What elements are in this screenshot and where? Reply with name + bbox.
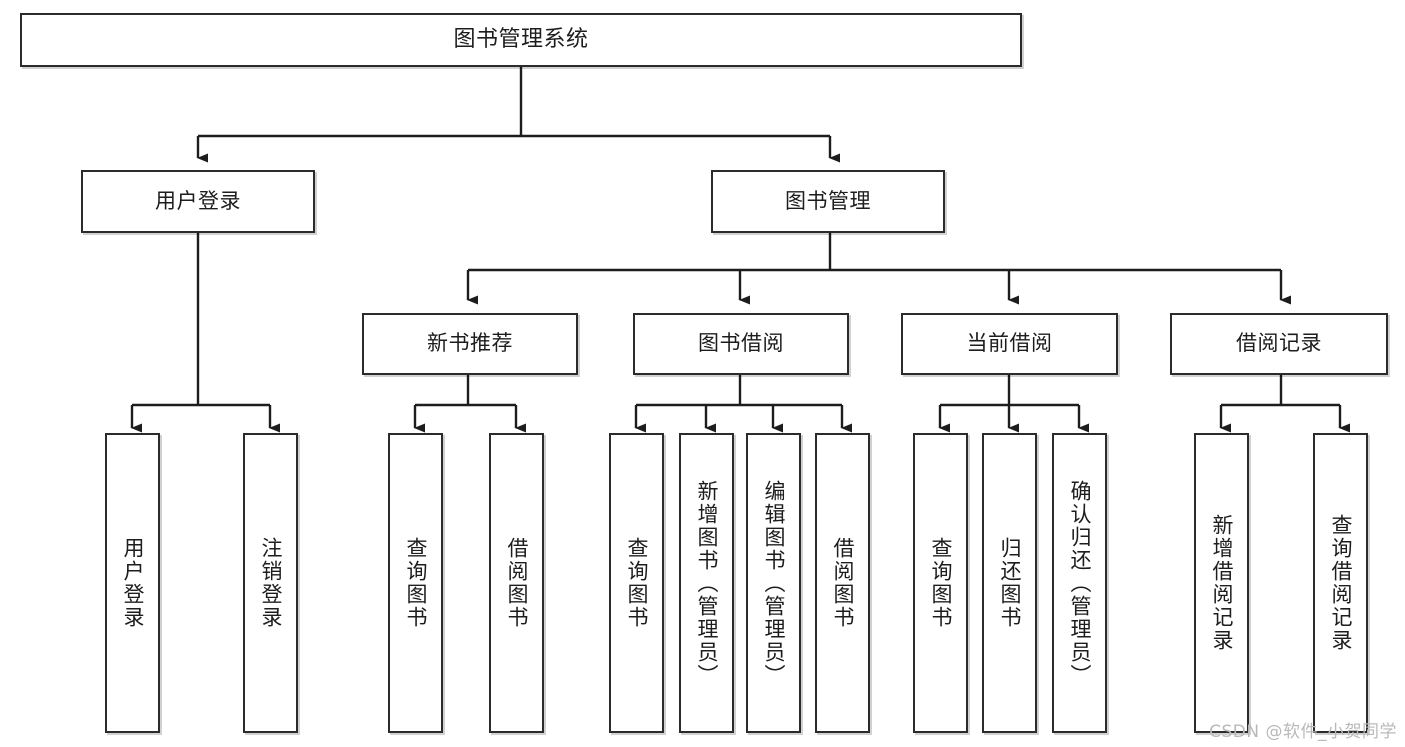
leaf-recommend-borrow-book-label: 借阅图书 [504,537,529,629]
leaf-query-borrow-record[interactable]: 查询借阅记录 [1313,433,1368,733]
leaf-user-login-label: 用户登录 [120,537,145,629]
node-borrow-record[interactable]: 借阅记录 [1170,313,1388,375]
leaf-recommend-query-book-label: 查询图书 [403,537,428,629]
leaf-recommend-borrow-book[interactable]: 借阅图书 [489,433,544,733]
node-user-login[interactable]: 用户登录 [81,170,315,233]
leaf-edit-book-admin[interactable]: 编辑图书（管理员） [746,433,801,733]
leaf-current-query-book[interactable]: 查询图书 [913,433,968,733]
leaf-edit-book-admin-label: 编辑图书（管理员） [761,479,786,687]
node-new-book-recommend[interactable]: 新书推荐 [362,313,578,375]
leaf-return-book-label: 归还图书 [997,537,1022,629]
leaf-borrow-query-book-label: 查询图书 [624,537,649,629]
leaf-add-borrow-record-label: 新增借阅记录 [1209,514,1234,652]
leaf-add-book-admin[interactable]: 新增图书（管理员） [679,433,734,733]
leaf-add-book-admin-label: 新增图书（管理员） [694,479,719,687]
node-root-system[interactable]: 图书管理系统 [20,13,1022,67]
leaf-query-borrow-record-label: 查询借阅记录 [1328,514,1353,652]
leaf-current-query-book-label: 查询图书 [928,537,953,629]
leaf-logout[interactable]: 注销登录 [243,433,298,733]
node-book-borrow[interactable]: 图书借阅 [633,313,849,375]
leaf-logout-label: 注销登录 [258,537,283,629]
leaf-add-borrow-record[interactable]: 新增借阅记录 [1194,433,1249,733]
leaf-borrow-query-book[interactable]: 查询图书 [609,433,664,733]
node-current-borrow[interactable]: 当前借阅 [901,313,1118,375]
leaf-confirm-return-admin[interactable]: 确认归还（管理员） [1052,433,1107,733]
leaf-borrow-book-label: 借阅图书 [830,537,855,629]
node-book-management[interactable]: 图书管理 [711,170,945,233]
leaf-confirm-return-admin-label: 确认归还（管理员） [1067,479,1092,687]
leaf-recommend-query-book[interactable]: 查询图书 [388,433,443,733]
leaf-return-book[interactable]: 归还图书 [982,433,1037,733]
leaf-borrow-book[interactable]: 借阅图书 [815,433,870,733]
leaf-user-login[interactable]: 用户登录 [105,433,160,733]
